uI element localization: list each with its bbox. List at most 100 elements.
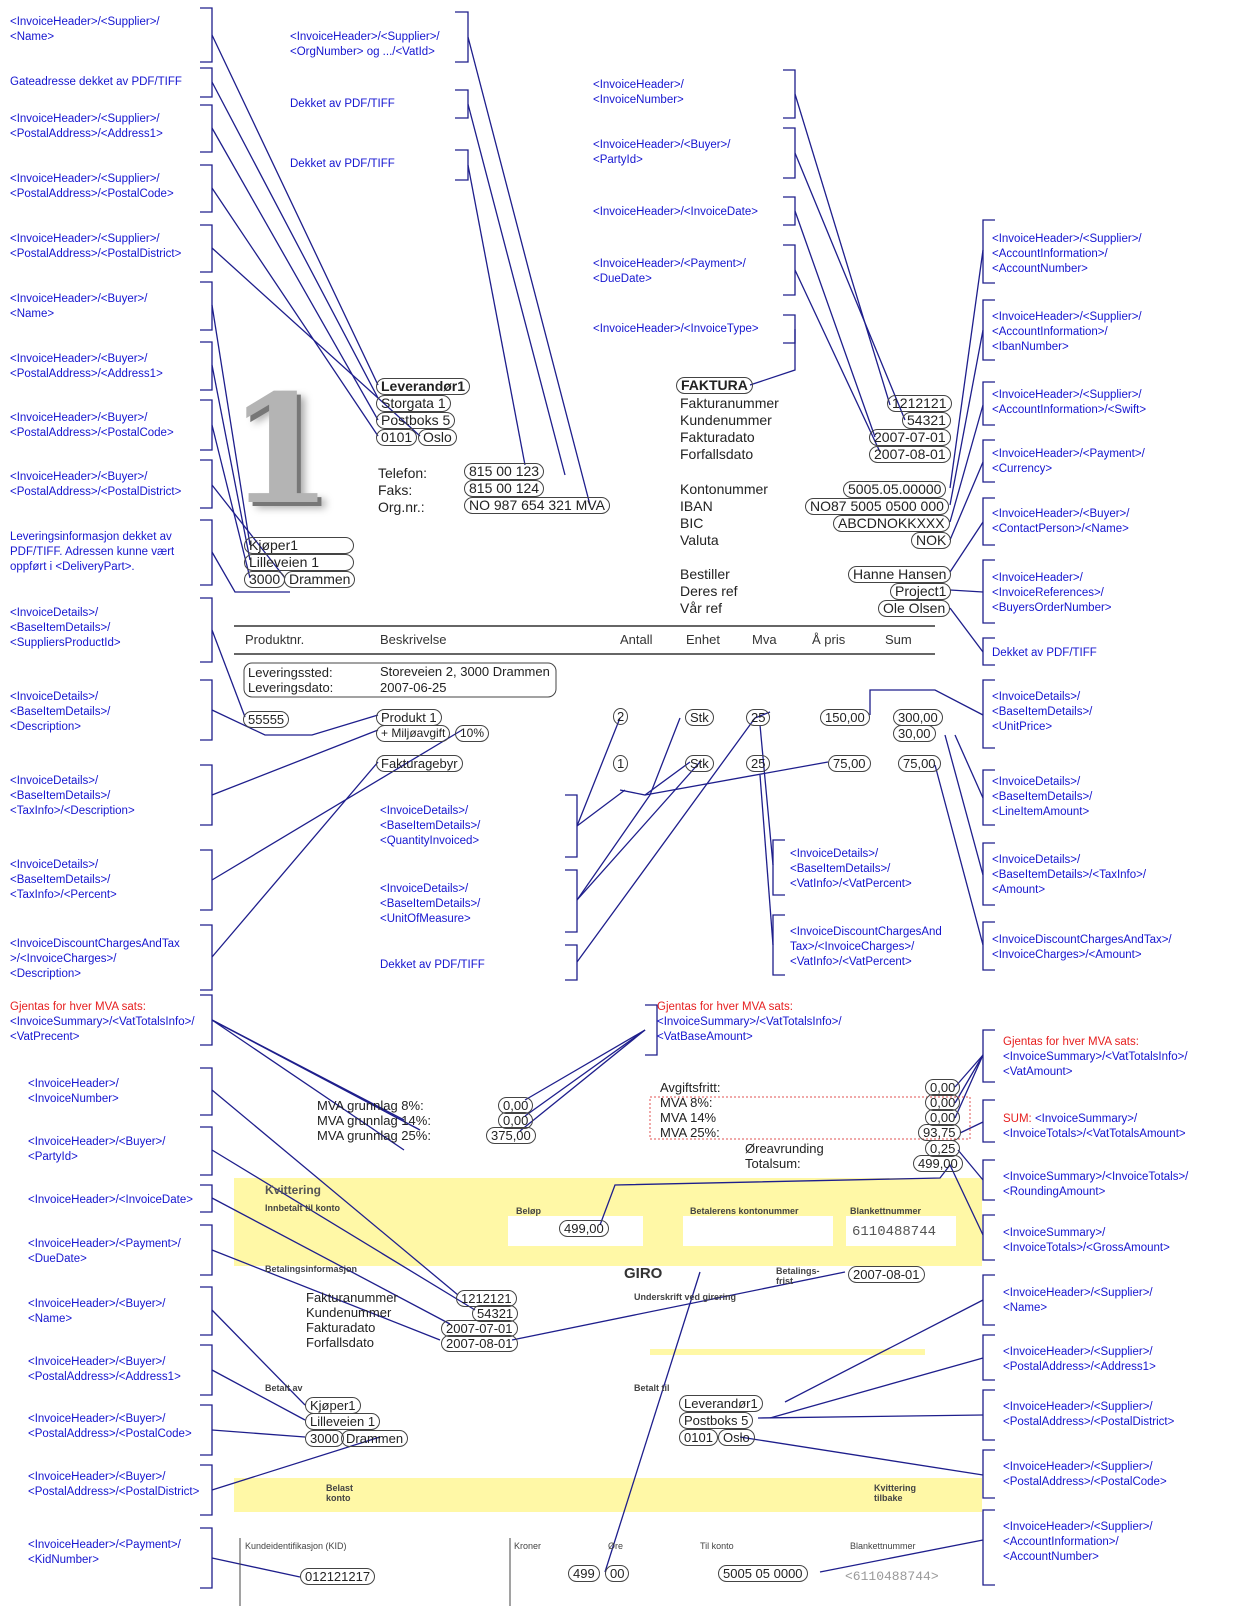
supplier-city: Oslo	[418, 429, 457, 446]
giro-supplier-city: Oslo	[718, 1429, 755, 1446]
delivery-date-value: 2007-06-25	[380, 680, 447, 695]
vatbase-value-25: 375,00	[486, 1127, 536, 1144]
left-label-delivery-info: Leveringsinformasjon dekket av PDF/TIFF.…	[10, 531, 175, 573]
tot-value-vat14: 0,00	[925, 1109, 961, 1126]
mid-label-vat-base: Gjentas for hver MVA sats: <InvoiceSumma…	[657, 1001, 842, 1043]
giro-amount: 499,00	[559, 1220, 609, 1237]
supplier-street: Storgata 1	[376, 395, 451, 412]
left-label-due-date: <InvoiceHeader>/<Payment>/ <DueDate>	[28, 1238, 181, 1265]
vatbase-label-8: MVA grunnlag 8%:	[317, 1098, 424, 1113]
giro-payment-info-label: Betalingsinformasjon	[265, 1264, 358, 1274]
left-label-taxinfo-percent: <InvoiceDetails>/ <BaseItemDetails>/ <Ta…	[10, 859, 117, 901]
right-label-account-number: <InvoiceHeader>/<Supplier>/ <AccountInfo…	[992, 233, 1142, 275]
ref-label-our-ref: Vår ref	[680, 600, 723, 616]
org-label: Org.nr.:	[378, 499, 425, 515]
giro-paid-by-label: Betalt av	[265, 1383, 303, 1393]
tot-value-exempt: 0,00	[925, 1079, 961, 1096]
giro-buyer-street: Lilleveien 1	[305, 1413, 381, 1430]
left-label-vat-percent: Gjentas for hver MVA sats: <InvoiceSumma…	[10, 1001, 195, 1043]
bank-label-currency: Valuta	[680, 532, 719, 548]
unit-2: Stk	[685, 755, 714, 772]
meta-value-invoice-date: 2007-07-01	[869, 429, 951, 446]
product-number: 55555	[243, 711, 290, 728]
ref-value-your-ref: Project1	[890, 583, 952, 600]
right-label-giro-supplier-address1: <InvoiceHeader>/<Supplier>/ <PostalAddre…	[1003, 1346, 1156, 1373]
left-label-buyer-district: <InvoiceHeader>/<Buyer>/ <PostalAddress>…	[10, 471, 182, 498]
meta-label-invoice-number: Fakturanummer	[680, 395, 779, 411]
vatbase-label-14: MVA grunnlag 14%:	[317, 1113, 431, 1128]
left-label-giro-buyer-district: <InvoiceHeader>/<Buyer>/ <PostalAddress>…	[28, 1471, 200, 1498]
giro-kroner: 499	[568, 1565, 600, 1582]
giro-title: GIRO	[624, 1265, 663, 1282]
giro-receipt-title: Kvittering	[265, 1183, 322, 1197]
giro-blankett2-number: <6110488744>	[845, 1569, 939, 1584]
giro-supplier-box: Postboks 5	[679, 1412, 754, 1429]
giro-signature-label: Underskrift ved girering	[634, 1292, 737, 1302]
mid-label-charges-vat-percent: <InvoiceDiscountChargesAnd Tax>/<Invoice…	[790, 926, 942, 968]
buyer-name: Kjøper1	[244, 537, 354, 554]
giro-meta-customer-number: 54321	[472, 1305, 519, 1322]
left-label-supplier-postalcode: <InvoiceHeader>/<Supplier>/ <PostalAddre…	[10, 173, 174, 200]
giro-debit-band	[234, 1478, 982, 1512]
giro-buyer-city: Drammen	[341, 1430, 409, 1447]
right-label-vat-totals-amount: SUM: <InvoiceSummary>/ <InvoiceTotals>/<…	[1003, 1113, 1186, 1140]
right-label-buyers-order-number: <InvoiceHeader>/ <InvoiceReferences>/ <B…	[992, 572, 1112, 614]
vat-1: 25	[746, 709, 771, 726]
giro-blankett-label: Blankettnummer	[850, 1206, 922, 1216]
buyer-street: Lilleveien 1	[244, 554, 354, 571]
meta-value-customer-number: 54321	[902, 412, 951, 429]
buyer-city: Drammen	[284, 571, 356, 588]
mid-label-quantity: <InvoiceDetails>/ <BaseItemDetails>/ <Qu…	[380, 805, 481, 847]
left-label-buyer-postalcode: <InvoiceHeader>/<Buyer>/ <PostalAddress>…	[10, 412, 174, 439]
giro-meta-invoice-date: 2007-07-01	[441, 1320, 518, 1337]
left-label-street-covered: Gateadresse dekket av PDF/TIFF	[10, 76, 182, 88]
vatbase-label-25: MVA grunnlag 25%:	[317, 1128, 431, 1143]
right-label-charges-amount: <InvoiceDiscountChargesAndTax>/ <Invoice…	[992, 934, 1172, 961]
phone-label: Telefon:	[378, 465, 428, 481]
right-label-line-amount: <InvoiceDetails>/ <BaseItemDetails>/ <Li…	[992, 776, 1093, 818]
giro-kid: 012121217	[300, 1568, 376, 1585]
giro-signature-line	[650, 1349, 925, 1355]
invoice-type: FAKTURA	[676, 377, 753, 394]
tot-value-total: 499,00	[913, 1155, 963, 1172]
giro-supplier-name: Leverandør1	[679, 1395, 763, 1412]
giro-meta-label-customer-number: Kundenummer	[306, 1305, 392, 1320]
mid-label-orgnumber: <InvoiceHeader>/<Supplier>/ <OrgNumber> …	[290, 31, 440, 58]
giro-blankett-box	[846, 1216, 956, 1246]
giro-ore: 00	[605, 1565, 630, 1582]
left-label-charges-description: <InvoiceDiscountChargesAndTax >/<Invoice…	[10, 938, 180, 980]
giro-amount-label: Beløp	[516, 1206, 542, 1216]
env-fee: + Miljøavgift	[376, 725, 451, 742]
mid-label-covered-3: Dekket av PDF/TIFF	[380, 959, 485, 971]
ref-value-our-ref: Ole Olsen	[878, 600, 951, 617]
left-label-taxinfo-description: <InvoiceDetails>/ <BaseItemDetails>/ <Ta…	[10, 775, 135, 817]
delivery-place-label: Leveringssted:	[248, 665, 333, 680]
giro-kid-label: Kundeidentifikasjon (KID)	[245, 1541, 347, 1551]
giro-kroner-label: Kroner	[514, 1541, 542, 1551]
mid-label-covered-2: Dekket av PDF/TIFF	[290, 158, 395, 170]
logo-1: 1	[228, 362, 333, 538]
left-label-supplier-address1: <InvoiceHeader>/<Supplier>/ <PostalAddre…	[10, 113, 163, 140]
fax-value: 815 00 124	[464, 480, 545, 497]
right-label-rounding: <InvoiceSummary>/<InvoiceTotals>/ <Round…	[1003, 1171, 1189, 1198]
vatbase-value-8: 0,00	[498, 1097, 534, 1114]
price-1: 150,00	[820, 709, 870, 726]
giro-payer-account-label: Betalerens kontonummer	[690, 1206, 799, 1216]
tax-1: 30,00	[893, 725, 936, 742]
meta-value-invoice-number: 1212121	[887, 395, 952, 412]
col-vat: Mva	[752, 632, 777, 647]
giro-paid-to-label: Betalt til	[634, 1383, 670, 1393]
mid-label-covered-1: Dekket av PDF/TIFF	[290, 98, 395, 110]
tot-value-vat8: 0,00	[925, 1094, 961, 1111]
giro-supplier-zip: 0101	[679, 1429, 718, 1446]
left-label-supplier-district: <InvoiceHeader>/<Supplier>/ <PostalAddre…	[10, 233, 182, 260]
left-label-giro-buyer-address1: <InvoiceHeader>/<Buyer>/ <PostalAddress>…	[28, 1356, 181, 1383]
tot-label-rounding: Øreavrunding	[745, 1141, 824, 1156]
giro-to-account-label: Til konto	[700, 1541, 734, 1551]
vatbase-value-14: 0,00	[498, 1112, 534, 1129]
left-label-giro-buyer-name: <InvoiceHeader>/<Buyer>/ <Name>	[28, 1298, 166, 1325]
giro-amount-box	[508, 1216, 643, 1246]
supplier-box: Postboks 5	[376, 412, 456, 429]
giro-meta-due-date: 2007-08-01	[441, 1335, 518, 1352]
